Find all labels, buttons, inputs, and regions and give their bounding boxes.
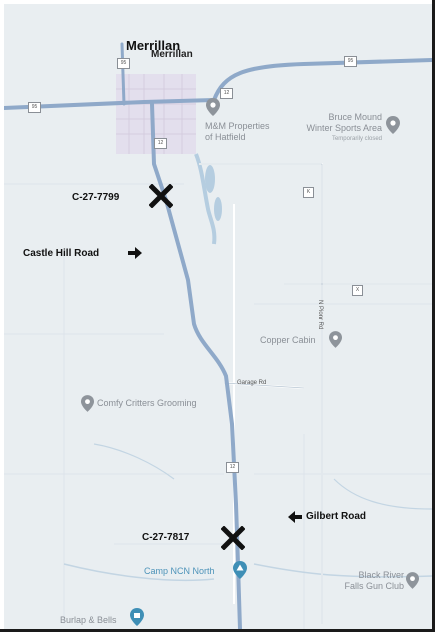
shield-county-k: K: [303, 187, 314, 198]
poi-bruce-mound[interactable]: Bruce Mound Winter Sports Area Temporari…: [290, 112, 382, 145]
pin-copper-cabin[interactable]: [329, 331, 342, 353]
pond-2: [214, 197, 222, 221]
location-pin-icon: [329, 331, 342, 348]
poi-gun-club[interactable]: Black River Falls Gun Club: [334, 570, 404, 592]
poi-gun-club-line1: Black River: [358, 570, 404, 580]
shield-12-lower: 12: [226, 462, 239, 473]
annotation-gilbert-road: Gilbert Road: [306, 511, 367, 522]
creek: [194, 153, 217, 245]
town-label-merrillan[interactable]: Merrillan: [126, 38, 181, 53]
shield-county-x: X: [352, 285, 363, 296]
shield-12-junction: 12: [220, 88, 233, 99]
annotation-c-27-7817: C-27-7817: [142, 532, 190, 543]
stream-3: [93, 443, 175, 480]
town-label-merrillan-map[interactable]: Merrillan: [151, 49, 193, 60]
shield-12-south: 12: [154, 138, 167, 149]
x-marker-icon: [149, 184, 173, 208]
location-pin-icon: [386, 116, 400, 134]
town-streets: [116, 74, 196, 154]
shield-95-east: 95: [344, 56, 357, 67]
stream-4: [333, 478, 432, 510]
shield-95-west: 95: [28, 102, 41, 113]
stream-2: [253, 563, 432, 578]
pin-bruce-mound[interactable]: [386, 116, 400, 139]
stream-1: [63, 563, 215, 582]
poi-camp-ncn-north[interactable]: Camp NCN North: [144, 566, 215, 576]
pin-gun-club[interactable]: [406, 572, 419, 594]
poi-mm-properties-line2: of Hatfield: [205, 132, 246, 142]
poi-burlap-bells[interactable]: Burlap & Bells: [60, 615, 117, 625]
road-label-n-pionr: N Pionr Rd: [317, 300, 323, 330]
pin-burlap-bells[interactable]: [130, 608, 144, 629]
pin-camp-ncn-north[interactable]: [233, 561, 247, 584]
poi-bruce-mound-status: Temporarily closed: [331, 136, 382, 142]
pond-1: [205, 165, 215, 193]
arrow-left-icon: [288, 511, 302, 523]
annotation-c-27-7799: C-27-7799: [72, 192, 120, 203]
pin-comfy-critters[interactable]: [81, 395, 94, 417]
annotation-castle-hill-road: Castle Hill Road: [23, 248, 100, 259]
poi-gun-club-line2: Falls Gun Club: [344, 581, 404, 591]
parcel-lines: [4, 183, 432, 629]
road-label-garage: Garage Rd: [237, 380, 267, 386]
poi-bruce-mound-line1: Bruce Mound: [328, 112, 382, 122]
poi-bruce-mound-line2: Winter Sports Area: [306, 123, 382, 133]
location-pin-icon: [206, 98, 220, 116]
x-marker-icon: [221, 526, 245, 550]
arrow-right-icon: [128, 247, 142, 259]
pin-mm-properties[interactable]: [206, 98, 220, 121]
shopping-pin-icon: [130, 608, 144, 626]
poi-mm-properties[interactable]: M&M Properties of Hatfield: [205, 121, 270, 143]
highways: [2, 42, 432, 629]
poi-copper-cabin[interactable]: Copper Cabin: [260, 335, 316, 345]
poi-comfy-critters[interactable]: Comfy Critters Grooming: [97, 398, 197, 408]
location-pin-icon: [81, 395, 94, 412]
poi-mm-properties-line1: M&M Properties: [205, 121, 270, 131]
map-canvas[interactable]: 95 95 95 12 12 K X 12 Merrillan Merrilla…: [2, 4, 432, 629]
camp-pin-icon: [233, 561, 247, 579]
location-pin-icon: [406, 572, 419, 589]
shield-95-north: 95: [117, 58, 130, 69]
local-road-edges: [199, 163, 432, 624]
